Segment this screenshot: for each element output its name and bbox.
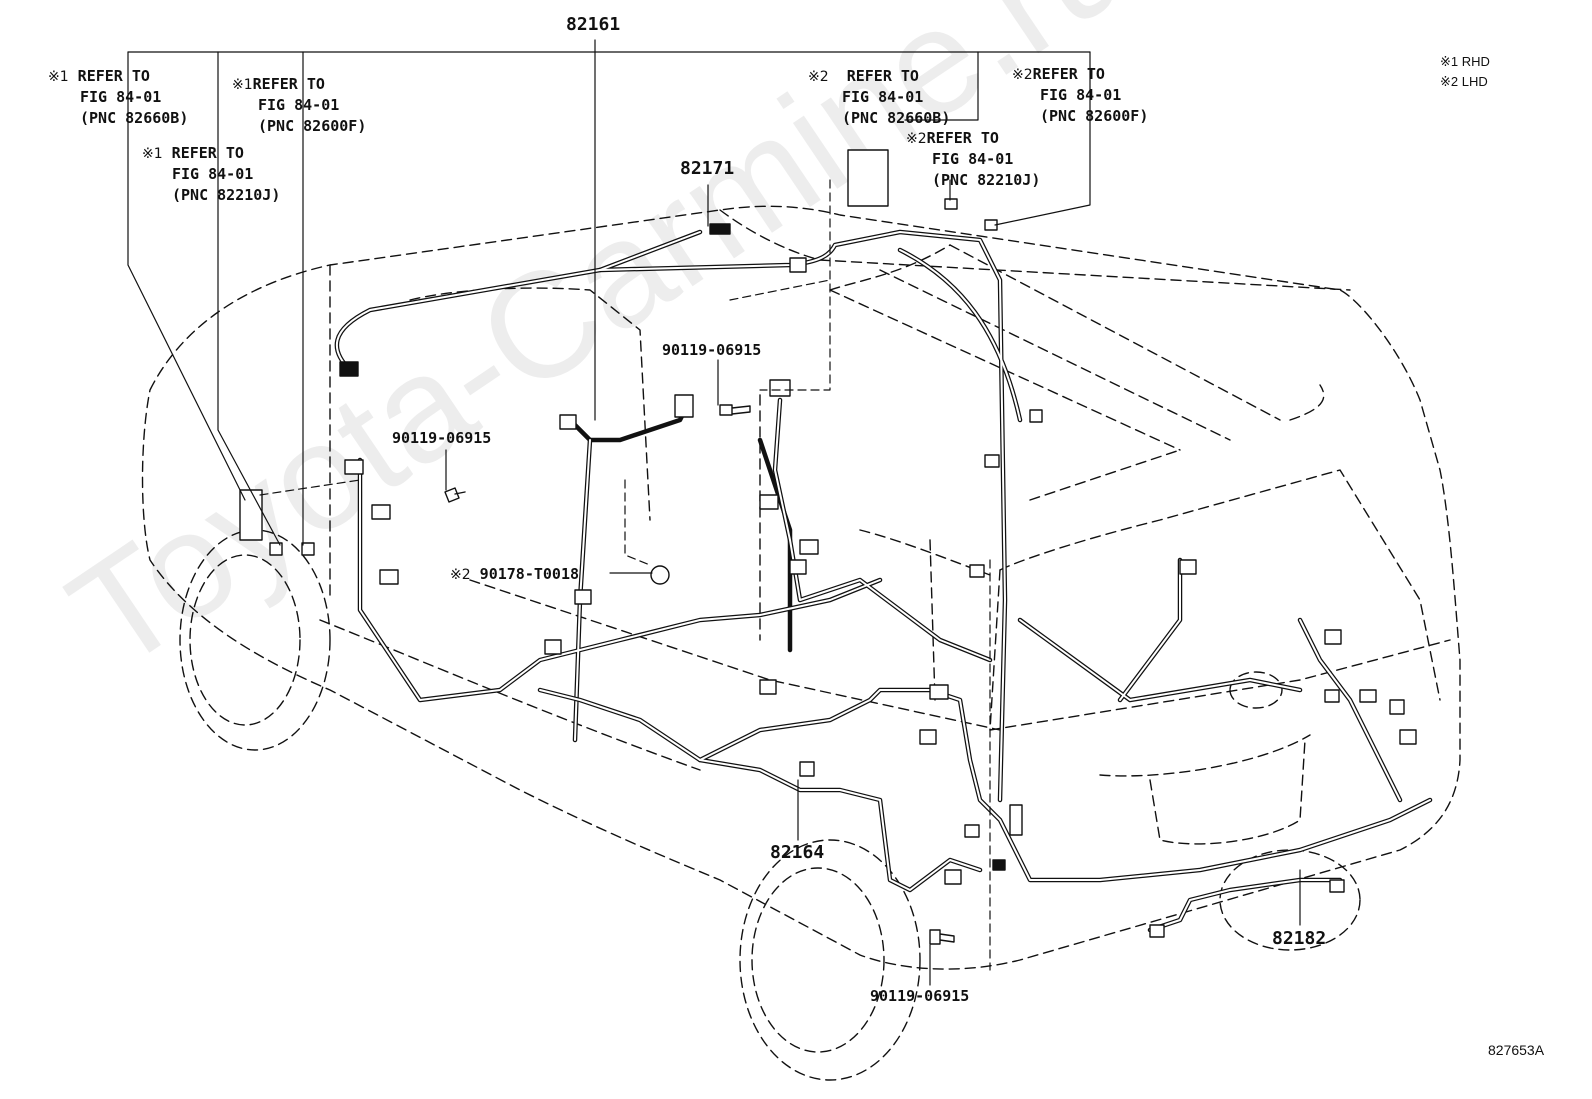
callout-82210j-lhd-pnc: (PNC 82210J) <box>932 171 1041 189</box>
callout-line1: REFER TO <box>846 67 919 85</box>
figure-id: 827653A <box>1488 1042 1545 1058</box>
callout-line1: REFER TO <box>77 67 150 85</box>
callout-82210j-lhd: ※2REFER TO <box>906 128 999 150</box>
bolts <box>444 404 955 945</box>
callout-82210j-rhd-fig: FIG 84-01 <box>172 165 254 183</box>
harness-82161 <box>334 229 1023 803</box>
part-number-82182: 82182 <box>1272 928 1327 949</box>
bolt-label-lower: 90119-06915 <box>870 987 970 1005</box>
clip-label: ※2 90178-T0018 <box>450 564 579 586</box>
callout-82600f-rhd-pnc: (PNC 82600F) <box>258 117 367 135</box>
callout-mark: ※1 <box>142 146 163 162</box>
callout-82210j-lhd-fig: FIG 84-01 <box>932 150 1014 168</box>
bolt-label-upper: 90119-06915 <box>662 341 762 359</box>
harness-82164 <box>537 557 1433 893</box>
callout-mark: ※1 <box>232 77 253 93</box>
legend-lhd: ※2 LHD <box>1440 74 1488 89</box>
callout-82600f-rhd: ※1REFER TO <box>232 74 325 96</box>
bolt-label-left: 90119-06915 <box>392 429 492 447</box>
rear-wheel <box>739 839 1361 1081</box>
part-number-82161: 82161 <box>566 14 621 35</box>
callout-mark: ※2 <box>906 131 927 147</box>
clip-part-number: 90178-T0018 <box>479 565 580 583</box>
harness-82164-inner <box>539 559 1431 891</box>
harness-82182-inner <box>1149 879 1341 931</box>
callout-82600f-rhd-fig: FIG 84-01 <box>258 96 340 114</box>
leader-lines <box>127 39 1301 986</box>
roof-panels <box>829 244 1325 501</box>
callout-mark: ※2 <box>808 69 829 85</box>
front-wheel <box>179 529 331 751</box>
callout-82660b-lhd: ※2 REFER TO <box>808 66 919 88</box>
callout-82600f-lhd: ※2REFER TO <box>1012 64 1105 86</box>
callout-line1: REFER TO <box>171 144 244 162</box>
callout-82660b-rhd-fig: FIG 84-01 <box>80 88 162 106</box>
part-number-82164: 82164 <box>770 842 825 863</box>
callout-line1: REFER TO <box>1032 65 1105 83</box>
callout-82600f-lhd-pnc: (PNC 82600F) <box>1040 107 1149 125</box>
callout-mark: ※1 <box>48 69 69 85</box>
callout-82660b-lhd-pnc: (PNC 82660B) <box>842 109 951 127</box>
callout-82660b-rhd-pnc: (PNC 82660B) <box>80 109 189 127</box>
callout-82660b-lhd-fig: FIG 84-01 <box>842 88 924 106</box>
callout-82210j-rhd-pnc: (PNC 82210J) <box>172 186 281 204</box>
callout-mark: ※2 <box>1012 67 1033 83</box>
part-number-82171: 82171 <box>680 158 735 179</box>
clip-mark: ※2 <box>450 567 471 583</box>
callout-82600f-lhd-fig: FIG 84-01 <box>1040 86 1122 104</box>
callout-line1: REFER TO <box>252 75 325 93</box>
connectors <box>239 149 1417 938</box>
car-body-outline <box>141 205 1461 970</box>
callout-82210j-rhd: ※1 REFER TO <box>142 143 244 165</box>
callout-82660b-rhd: ※1 REFER TO <box>48 66 150 88</box>
callout-line1: REFER TO <box>926 129 999 147</box>
legend-rhd: ※1 RHD <box>1440 54 1490 69</box>
harness-82161-inner <box>335 231 1021 801</box>
